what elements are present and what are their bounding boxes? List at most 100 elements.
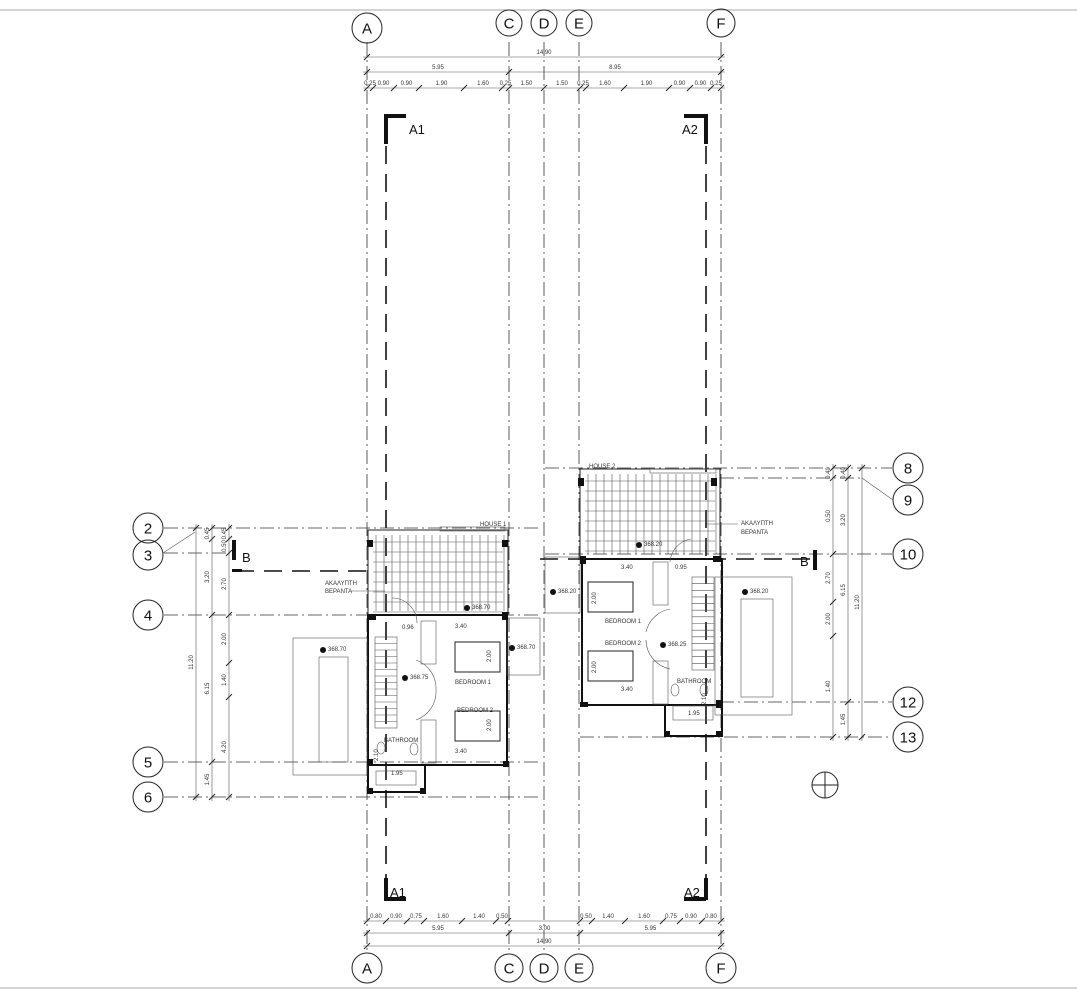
dim-label: 0.96 — [402, 625, 414, 631]
dim-tick — [576, 917, 584, 925]
dim-tick — [225, 793, 233, 801]
dim-tick — [363, 917, 371, 925]
dim-label: 0.95 — [675, 565, 687, 571]
dim-label: 2.00 — [222, 633, 228, 645]
house-1-bedroom-2: BEDROOM 2 — [457, 708, 494, 714]
dim-tick — [665, 84, 673, 92]
grid-label-c: C — [504, 16, 515, 33]
dim-label: 1.40 — [826, 680, 832, 692]
grid-label-a: A — [362, 21, 372, 38]
dim-label: 0.50 — [580, 914, 592, 920]
dim-label: 0.75 — [665, 914, 677, 920]
grid-label-5: 5 — [144, 755, 152, 772]
dim-label: 3.40 — [621, 565, 633, 571]
dim-tick — [829, 550, 837, 558]
dim-label: 1.60 — [638, 914, 650, 920]
dim-label: 2.00 — [826, 613, 832, 625]
right-dim-overall: 11.20 — [855, 464, 866, 741]
house-1-plan: HOUSE 1 ΑΚΑΛΥΠΤΗ ΒΕΡΑΝΤΑ BEDROOM 1 BEDRO… — [292, 522, 541, 794]
house-1-elevations: 368.70 368.70 368.70 368.75 — [320, 605, 536, 681]
pergola-hatch — [373, 535, 505, 613]
dim-tick — [717, 84, 725, 92]
elevation-mark: 368.25 — [668, 642, 687, 648]
dim-tick — [208, 758, 216, 766]
dim-label: 6.15 — [205, 682, 211, 694]
grid-label-f: F — [716, 16, 725, 33]
grid-bubbles-top: A C D E F — [351, 8, 736, 44]
dim-tick — [698, 917, 706, 925]
house-1-label: HOUSE 1 — [480, 522, 507, 528]
dim-label: 4.20 — [222, 741, 228, 753]
dim-tick — [208, 524, 216, 532]
dim-label: 1.40 — [473, 914, 485, 920]
grid-label-13: 13 — [900, 730, 917, 747]
dim-label: 0.50 — [496, 914, 508, 920]
dim-tick — [717, 68, 725, 76]
dim-label: 3.40 — [621, 687, 633, 693]
dim-tick — [676, 917, 684, 925]
grid-label-d: D — [539, 16, 550, 33]
dim-label: 6.15 — [841, 584, 847, 596]
dim-label: 0.45 — [222, 527, 228, 539]
grid-bubbles-right: 8 9 10 12 13 — [861, 452, 924, 753]
elevation-mark: 368.75 — [410, 675, 429, 681]
elevation-mark: 368.20 — [558, 589, 577, 595]
grid-bubbles-bottom: A C D E F — [351, 952, 737, 984]
dim-tick — [363, 68, 371, 76]
dim-label: 5.95 — [432, 926, 444, 932]
dim-label: 3.20 — [205, 571, 211, 583]
dim-label: 3.20 — [841, 514, 847, 526]
dim-tick — [458, 917, 466, 925]
dim-label: 2.00 — [592, 592, 598, 604]
grid-label-8: 8 — [904, 461, 912, 478]
dim-label: 1.90 — [436, 81, 448, 87]
elevation-mark: 368.70 — [517, 645, 536, 651]
dim-label: 0.25 — [710, 81, 722, 87]
dim-tick — [686, 84, 694, 92]
dim-tick — [415, 84, 423, 92]
elevation-mark: 368.70 — [328, 647, 347, 653]
dim-tick — [659, 917, 667, 925]
dim-label: 1.60 — [599, 81, 611, 87]
grid-label-f: F — [716, 961, 725, 978]
elevation-mark: 368.20 — [644, 542, 663, 548]
dim-label: 2.00 — [592, 661, 598, 673]
grid-label-9: 9 — [904, 493, 912, 510]
dim-tick — [208, 611, 216, 619]
house-2-plan: HOUSE 2 ΑΚΑΛΥΠΤΗ ΒΕΡΑΝΤΑ BEDROOM 1 BEDRO… — [544, 464, 793, 737]
grid-label-4: 4 — [144, 608, 152, 625]
dim-label: 2.00 — [487, 650, 493, 662]
dim-tick — [588, 917, 596, 925]
dim-tick — [492, 917, 500, 925]
dim-tick — [403, 917, 411, 925]
dim-label: 1.60 — [477, 81, 489, 87]
grid-label-3: 3 — [144, 548, 152, 565]
section-label-b-right: B — [800, 554, 809, 569]
house-2-veranda-label-1: ΑΚΑΛΥΠΤΗ — [741, 521, 773, 527]
dim-label: 3.40 — [455, 749, 467, 755]
house-1-veranda-label-2: ΒΕΡΑΝΤΑ — [325, 589, 352, 595]
dim-label: 0.90 — [695, 81, 707, 87]
dim-label: 5.95 — [432, 65, 444, 71]
grid-label-e: E — [574, 16, 584, 33]
dim-label: 0.25 — [364, 81, 376, 87]
dim-tick — [225, 659, 233, 667]
dim-tick — [225, 611, 233, 619]
dim-label: 11.20 — [189, 655, 195, 670]
dim-tick — [829, 632, 837, 640]
dim-label: 1.45 — [205, 773, 211, 785]
dim-tick — [717, 917, 725, 925]
dim-label: 0.50 — [222, 540, 228, 552]
dim-tick — [505, 84, 513, 92]
dim-tick — [390, 84, 398, 92]
dim-label: 0.40 — [841, 467, 847, 479]
dim-label: 1.50 — [521, 81, 533, 87]
house-2-bathroom: BATHROOM — [677, 679, 711, 685]
house-1-bathroom: BATHROOM — [384, 738, 418, 744]
north-arrow-icon — [811, 771, 839, 799]
section-label-a2-top: A2 — [682, 122, 698, 137]
